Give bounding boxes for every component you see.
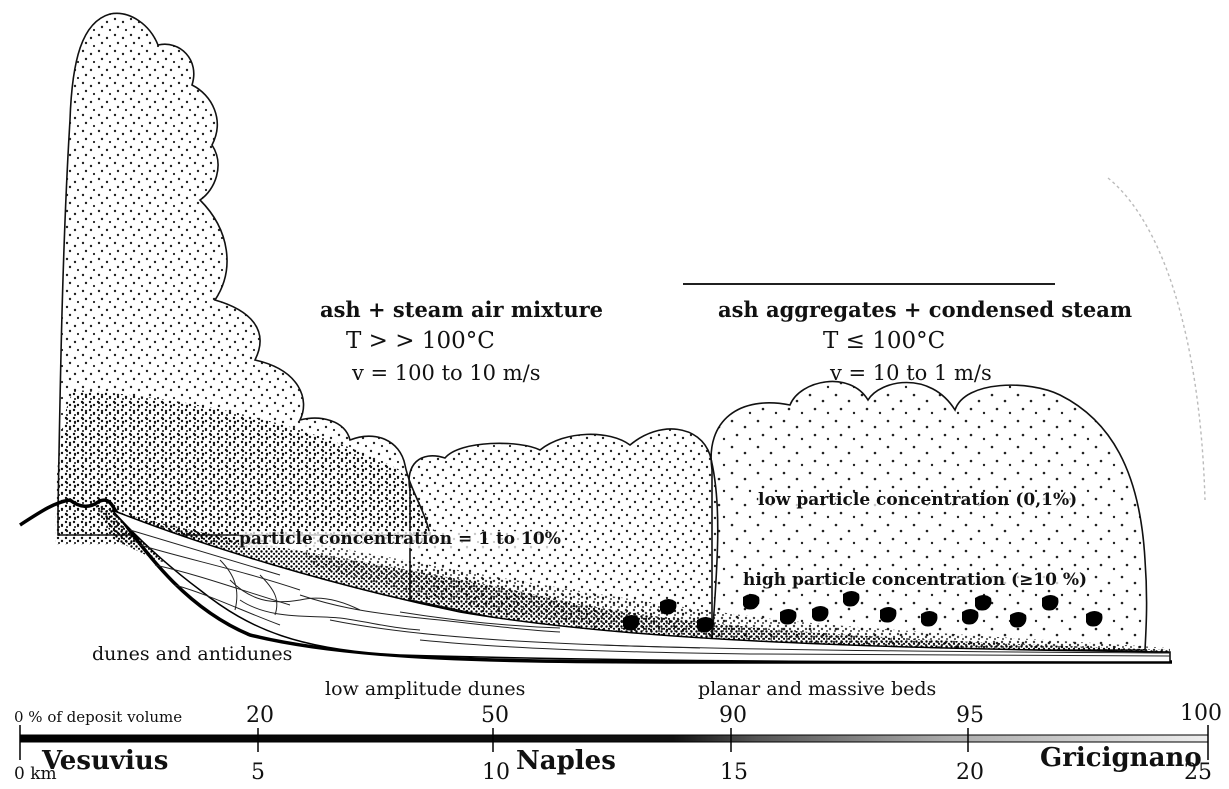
scale-bar (20, 735, 1208, 742)
distance-tick: 10 (482, 762, 510, 784)
place-vesuvius: Vesuvius (42, 748, 168, 774)
proximal-velocity: v = 100 to 10 m/s (352, 363, 541, 384)
volume-tick: 50 (481, 705, 509, 727)
volume-axis-caption: 0 % of deposit volume (14, 710, 182, 725)
place-gricignano: Gricignano (1040, 745, 1202, 771)
volume-tick: 20 (246, 705, 274, 727)
dunes-label: dunes and antidunes (92, 645, 292, 664)
distal-cloud-outline (1108, 178, 1205, 500)
low-amplitude-dunes-label: low amplitude dunes (325, 680, 525, 699)
planar-beds-label: planar and massive beds (698, 680, 936, 699)
distance-tick: 20 (956, 762, 984, 784)
mid-concentration-label: particle concentration = 1 to 10% (239, 531, 561, 548)
proximal-temperature: T > > 100°C (346, 330, 495, 353)
distal-cloud (711, 381, 1146, 650)
volume-tick: 95 (956, 705, 984, 727)
volume-tick: 90 (719, 705, 747, 727)
high-concentration-label: high particle concentration (≥10 %) (743, 572, 1087, 589)
distal-zone-heading: ash aggregates + condensed steam (718, 299, 1132, 320)
volume-tick: 100 (1180, 703, 1222, 725)
distal-velocity: v = 10 to 1 m/s (830, 363, 992, 384)
distal-temperature: T ≤ 100°C (823, 330, 945, 353)
place-naples: Naples (516, 748, 616, 774)
proximal-zone-heading: ash + steam air mixture (320, 299, 603, 320)
distance-tick: 5 (251, 762, 265, 784)
low-concentration-label: low particle concentration (0,1%) (758, 492, 1077, 509)
distance-tick: 15 (720, 762, 748, 784)
